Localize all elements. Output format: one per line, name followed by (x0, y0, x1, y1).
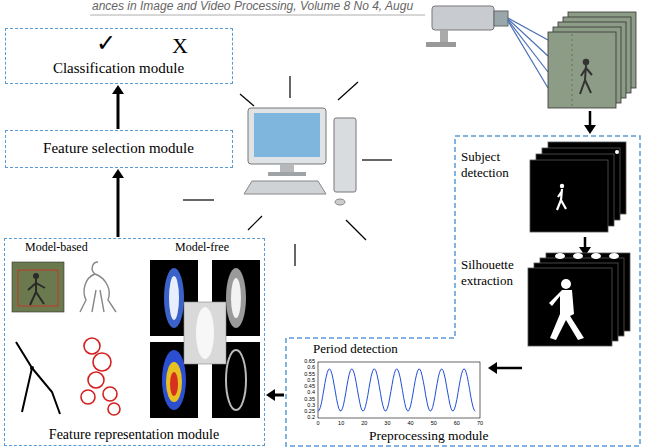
arrow-head (112, 85, 124, 94)
region-outline (286, 136, 640, 446)
axis-tick: 30 (379, 421, 395, 427)
axis-tick: 0.4 (294, 390, 315, 396)
arrow-head (112, 169, 124, 178)
step-label: Subject detection (461, 149, 523, 180)
region-outline (285, 135, 641, 447)
step-label: Silhouette extraction (461, 257, 525, 288)
flow-arrow (112, 85, 124, 129)
module-title: Preprocessing module (369, 428, 489, 444)
flow-arrow (488, 362, 522, 374)
video-frames (548, 12, 636, 108)
silhouette-frames (528, 253, 630, 346)
arrow-shaft (274, 394, 284, 397)
flow-arrow (112, 169, 124, 237)
module-title: Classification module (6, 60, 231, 77)
flow-arrow (266, 389, 284, 401)
axis-tick: 0.25 (294, 409, 315, 415)
axis-tick: 0.2 (294, 415, 315, 421)
camera-icon (426, 6, 508, 47)
axis-tick: 0.3 (294, 403, 315, 409)
camera-rays (508, 18, 548, 88)
axis-tick: 50 (426, 421, 442, 427)
module-region: Subject detectionSilhouette extractionPe… (285, 135, 641, 447)
journal-header: ances in Image and Video Processing, Vol… (92, 0, 413, 12)
group-heading: Model-free (175, 241, 229, 255)
header-rule (90, 15, 425, 16)
detection-frames (530, 142, 626, 232)
axis-tick: 10 (333, 421, 349, 427)
arrow-shaft (117, 177, 120, 237)
axis-tick: 0.55 (294, 372, 315, 378)
axis-tick: 0.6 (294, 365, 315, 371)
check-mark: ✓ (96, 30, 116, 58)
arrow-head (266, 389, 275, 401)
flow-arrow (584, 111, 596, 134)
module-box: ✓ X Classification module (5, 28, 233, 84)
axis-tick: 0.35 (294, 397, 315, 403)
module-title: Feature selection module (6, 140, 231, 157)
axis-tick: 40 (403, 421, 419, 427)
axis-tick: 20 (356, 421, 372, 427)
axis-tick: 0.65 (294, 359, 315, 365)
cross-mark: X (172, 33, 188, 58)
step-label: Period detection (313, 342, 398, 357)
computer-icon (244, 108, 356, 205)
module-title: Feature representation module (5, 427, 263, 443)
axis-tick: 0.5 (294, 378, 315, 384)
axis-tick: 60 (449, 421, 465, 427)
module-box: Model-based Model-freeFeature representat… (4, 238, 265, 446)
axis-tick: 70 (472, 421, 488, 427)
model-based-images (12, 262, 120, 415)
group-heading: Model-based (25, 241, 88, 255)
axis-tick: 0.45 (294, 384, 315, 390)
model-free-images (150, 260, 260, 418)
period-chart (318, 362, 480, 418)
axis-tick: 0 (310, 421, 326, 427)
period-curve (318, 369, 475, 411)
module-box: Feature selection module (5, 130, 233, 168)
arrow-shaft (117, 93, 120, 129)
